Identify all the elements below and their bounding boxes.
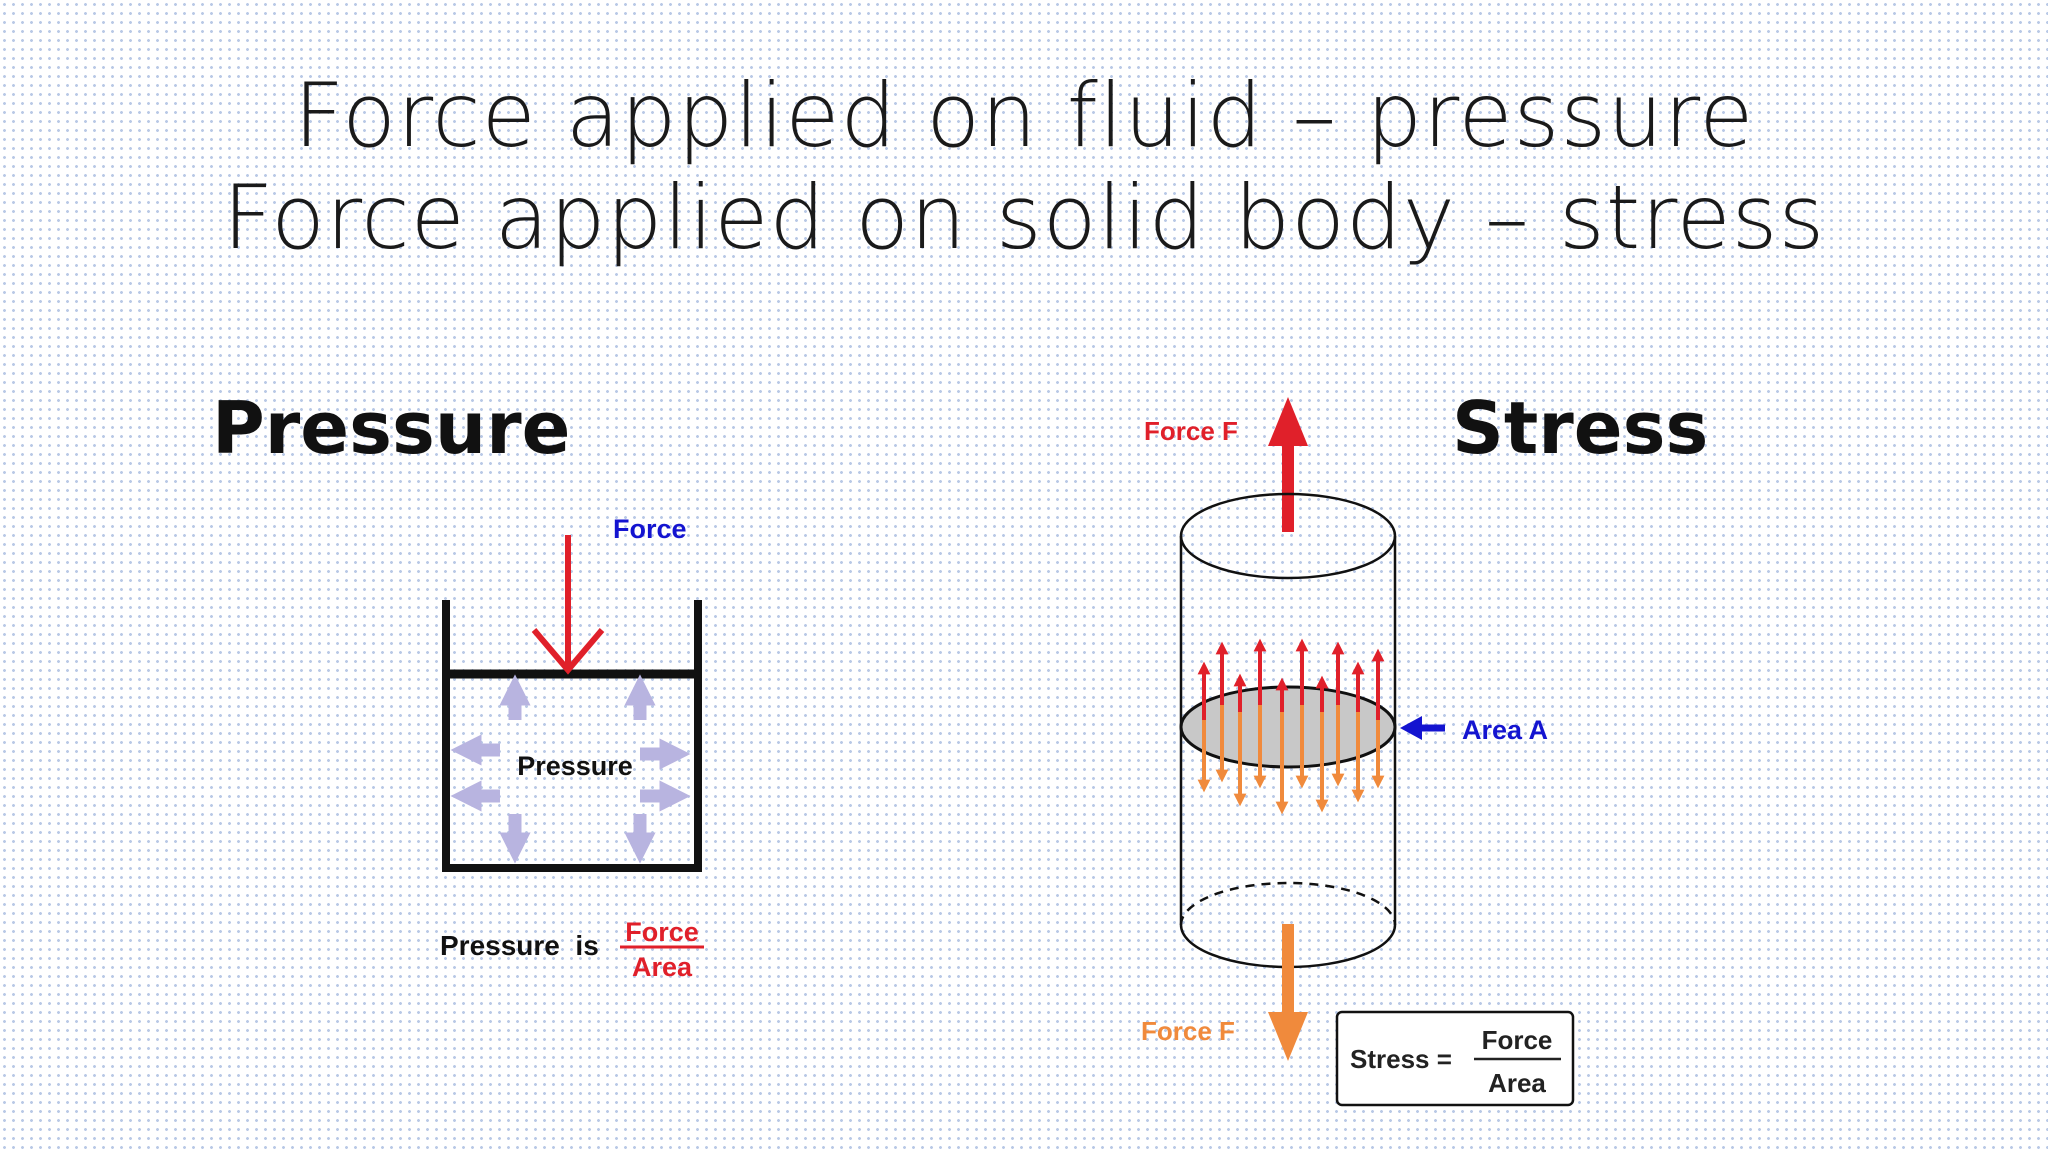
stress-arrows-down [1197, 705, 1385, 815]
stress-formula-numerator: Force [1482, 1025, 1553, 1055]
pressure-formula-numerator: Force [625, 917, 699, 947]
cross-section-area [1179, 685, 1397, 769]
slide-title-line-1: Force applied on fluid – pressure [293, 64, 1755, 167]
stress-formula-prefix: Stress = [1350, 1044, 1452, 1074]
pressure-inside-label: Pressure [517, 751, 633, 781]
pressure-arrows [450, 674, 691, 864]
pressure-formula-denominator: Area [632, 952, 693, 982]
pressure-heading: Pressure [212, 386, 571, 470]
stress-formula-box [1335, 1010, 1575, 1107]
top-force-arrow [1268, 397, 1308, 532]
area-label: Area A [1462, 715, 1548, 745]
pressure-formula-prefix: Pressure is [440, 930, 599, 961]
stress-formula-denominator: Area [1488, 1068, 1546, 1098]
pressure-diagram: Force Pressure Pressure is Force Area [440, 514, 704, 982]
force-arrow [531, 535, 605, 675]
force-top-label: Force F [1144, 416, 1238, 446]
bottom-force-arrow [1268, 924, 1308, 1061]
force-label: Force [613, 514, 687, 544]
stress-diagram: Force F [1141, 397, 1575, 1107]
slide-title-line-2: Force applied on solid body – stress [222, 166, 1826, 269]
stress-heading: Stress [1452, 386, 1709, 470]
force-bottom-label: Force F [1141, 1016, 1235, 1046]
container-walls [442, 600, 702, 872]
area-arrow [1400, 716, 1445, 740]
